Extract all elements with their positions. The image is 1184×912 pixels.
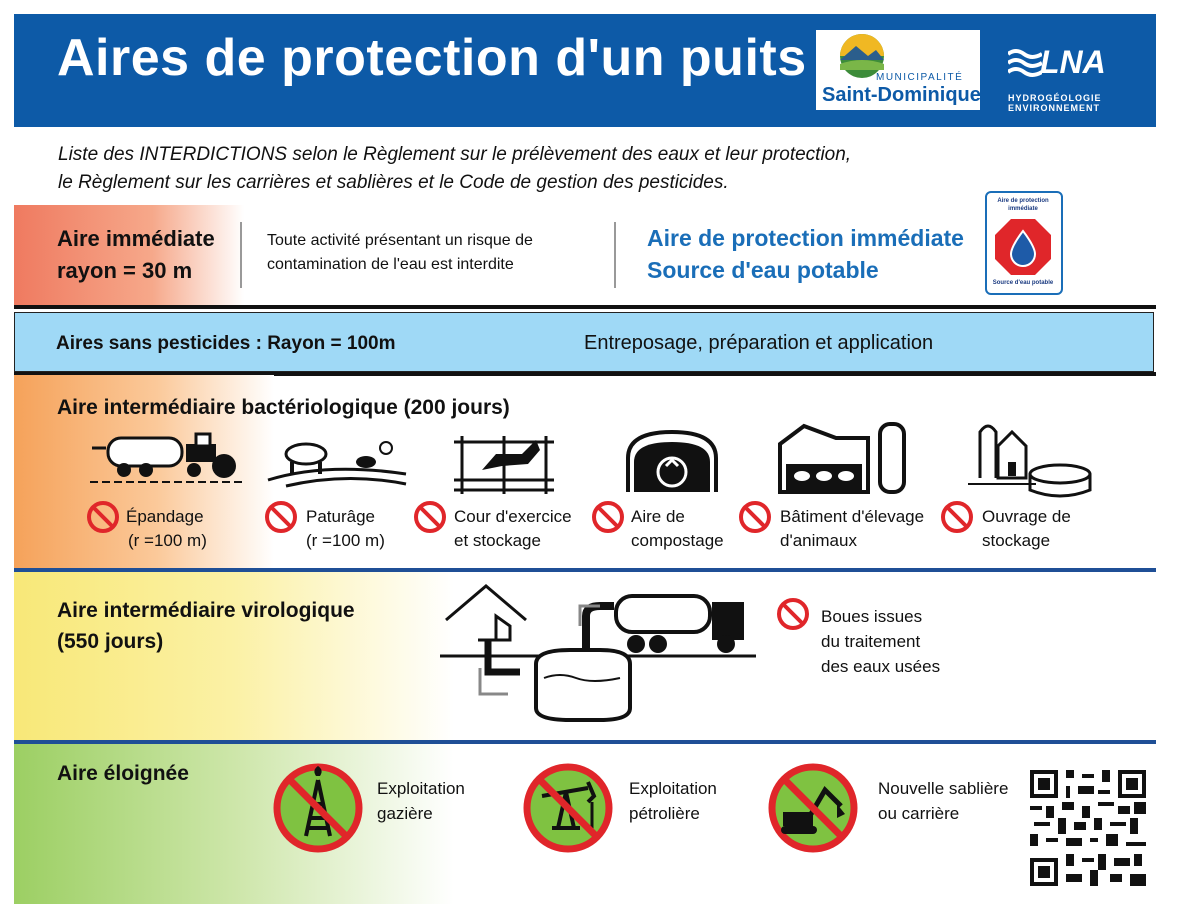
logo-municipality-prefix: MUNICIPALITÉ [876, 72, 964, 83]
item-sludge-label-2: du traitement [821, 632, 921, 651]
lna-logo-sub2: ENVIRONNEMENT [1008, 103, 1101, 113]
zone-immediate-description-1: Toute activité présentant un risque de [267, 232, 533, 249]
item-sludge-label-3: des eaux usées [821, 657, 941, 676]
item-exercise-label-1: Cour d'exercice [454, 507, 572, 526]
zone-viro-duration: (550 jours) [57, 630, 164, 653]
intro-line-2: le Règlement sur les carrières et sabliè… [58, 172, 729, 193]
zone-divider [14, 568, 1156, 572]
divider [614, 222, 616, 288]
item-oil-label-2: pétrolière [629, 804, 700, 823]
zone-far-label: Aire éloignée [57, 762, 189, 785]
zone-viro-background [14, 572, 454, 740]
pesticide-zone-label: Aires sans pesticides : Rayon = 100m [56, 333, 396, 354]
manure-spreader-icon [90, 432, 244, 483]
oil-pump-icon [523, 763, 613, 853]
item-gas-label-2: gazière [377, 804, 433, 823]
item-sludge-label-1: Boues issues [821, 607, 923, 626]
item-storage-label-2: stockage [982, 531, 1051, 550]
qr-code[interactable] [1030, 770, 1146, 886]
item-storage-label-1: Ouvrage de [982, 507, 1071, 526]
livestock-barn-icon [778, 422, 906, 494]
pasture-icon [267, 441, 407, 488]
prohibited-icon [592, 501, 624, 533]
municipality-emblem-icon [840, 34, 884, 78]
sign-title-1: Aire de protection [997, 198, 1049, 204]
prohibited-icon [265, 501, 297, 533]
logo-municipality-name: Saint-Dominique [822, 84, 981, 106]
stop-water-drop-icon [995, 219, 1051, 275]
excavator-icon [768, 763, 858, 853]
item-pasture-label: Paturâge [306, 507, 375, 526]
intro-line-1: Liste des INTERDICTIONS selon le Règleme… [58, 144, 852, 165]
divider [240, 222, 242, 288]
septic-truck-icon [440, 584, 756, 722]
zone-immediate-subtitle: Source d'eau potable [647, 257, 879, 283]
item-oil-label-1: Exploitation [629, 779, 717, 798]
item-barn-label-1: Bâtiment d'élevage [780, 507, 925, 526]
gas-derrick-icon [273, 763, 363, 853]
zone-divider [14, 372, 1156, 376]
page-title: Aires de protection d'un puits [57, 29, 807, 87]
zone-divider [14, 305, 1156, 309]
zone-far-background [14, 744, 454, 904]
prohibited-icon [739, 501, 771, 533]
item-gas-label-1: Exploitation [377, 779, 465, 798]
zone-viro-label: Aire intermédiaire virologique [57, 599, 355, 622]
zone-immediate-title: Aire de protection immédiate [647, 225, 964, 251]
item-barn-label-2: d'animaux [780, 531, 857, 550]
item-pasture-radius: (r =100 m) [306, 531, 385, 550]
compost-icon [626, 429, 718, 492]
pesticide-band [14, 312, 1154, 372]
item-compost-label-1: Aire de [631, 507, 685, 526]
item-quarry-label-2: ou carrière [878, 804, 960, 823]
lna-logo-sub1: HYDROGÉOLOGIE [1008, 93, 1102, 103]
lna-waves-icon [1008, 49, 1042, 77]
zone-divider [14, 740, 1156, 744]
prohibited-icon [87, 501, 119, 533]
prohibited-icon [941, 501, 973, 533]
zone-immediate-label: Aire immédiate [57, 226, 215, 251]
exercise-yard-icon [454, 436, 554, 494]
sign-footer: Source d'eau potable [992, 280, 1054, 286]
prohibited-icon [414, 501, 446, 533]
pesticide-zone-description: Entreposage, préparation et application [584, 332, 934, 354]
item-spreading-radius: (r =100 m) [128, 531, 207, 550]
saint-dominique-logo [816, 30, 980, 110]
storage-tank-icon [968, 424, 1092, 498]
zone-bacterio-label: Aire intermédiaire bactériologique (200 … [57, 396, 510, 419]
item-compost-label-2: compostage [631, 531, 724, 550]
zone-immediate-radius: rayon = 30 m [57, 258, 193, 283]
zone-immediate-description-2: contamination de l'eau est interdite [267, 256, 514, 273]
item-quarry-label-1: Nouvelle sablière [878, 779, 1009, 798]
sign-title-2: immédiate [1008, 206, 1038, 212]
prohibited-icon [777, 598, 809, 630]
zone-immediate-background [14, 205, 244, 305]
item-spreading-label: Épandage [126, 507, 204, 526]
item-exercise-label-2: et stockage [454, 531, 541, 550]
lna-logo-text: LNA [1040, 44, 1106, 80]
